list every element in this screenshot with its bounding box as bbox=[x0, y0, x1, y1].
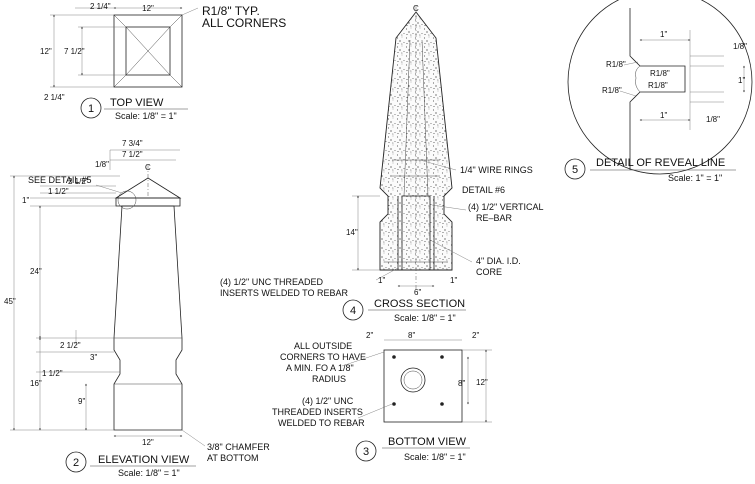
top-view-callout bbox=[80, 97, 102, 119]
cross-dim-1-right: 1" bbox=[450, 276, 457, 285]
cross-section-scale: Scale: 1/8" = 1" bbox=[394, 313, 456, 323]
reveal-r-label-4: R1/8" bbox=[602, 86, 622, 95]
top-dim-width: 12" bbox=[142, 4, 154, 13]
elev-dim-7-1-2: 7 1/2" bbox=[122, 150, 143, 159]
top-view-outline bbox=[113, 14, 183, 88]
cross-core-line1: 4" DIA. I.D. bbox=[476, 256, 521, 266]
elev-dim-2-1-2-mid: 2 1/2" bbox=[60, 341, 81, 350]
cross-detail6: DETAIL #6 bbox=[462, 185, 505, 195]
reveal-r-label-2: R1/8" bbox=[650, 69, 670, 78]
cross-dim-6: 6" bbox=[414, 288, 421, 297]
elevation-view: C SEE DETAIL #5 7 3/4" 7 1/2" 1/8" 2 1/2… bbox=[4, 139, 270, 478]
elev-dim-1-1-2-top: 1 1/2" bbox=[48, 187, 69, 196]
reveal-detail-circle bbox=[567, 0, 753, 175]
bottom-view-core bbox=[400, 367, 426, 393]
cross-section-callout bbox=[342, 299, 364, 321]
bottom-view-title: BOTTOM VIEW bbox=[388, 436, 467, 448]
elevation-callout-number: 2 bbox=[73, 457, 79, 469]
elevation-shaft bbox=[113, 205, 183, 431]
reveal-detail-view: 1" 1" 1/8" 1" 1/8" R1/8" R1/8" R1/8" R1/… bbox=[564, 0, 753, 183]
elev-chamfer-line2: AT BOTTOM bbox=[207, 453, 259, 463]
elev-dim-1-1-2-mid: 1 1/2" bbox=[42, 369, 63, 378]
bottom-dim-8-side: 8" bbox=[458, 379, 465, 388]
bottom-dim-2-left: 2" bbox=[366, 331, 373, 340]
top-dim-left-top: 2 1/4" bbox=[90, 2, 111, 11]
reveal-detail-callout bbox=[564, 158, 586, 180]
elevation-see-detail: SEE DETAIL #5 bbox=[28, 175, 92, 185]
bottom-dim-2-right: 2" bbox=[472, 331, 479, 340]
elevation-scale: Scale: 1/8" = 1" bbox=[118, 468, 180, 478]
bottom-corners-note-3: A MIN. FO A 1/8" bbox=[286, 363, 354, 373]
elev-dim-1-8: 1/8" bbox=[95, 160, 109, 169]
elev-dim-24: 24" bbox=[30, 267, 42, 276]
reveal-r-label-1: R1/8" bbox=[606, 60, 626, 69]
cross-vertical-rebar-line2: RE–BAR bbox=[476, 213, 513, 223]
top-view-inner-square bbox=[125, 26, 171, 76]
bottom-inserts-note-2: THREADED INSERTS bbox=[272, 407, 363, 417]
cross-section-view: C 14" 1/4" WIRE RINGS DETAIL #6 (4) 1/2"… bbox=[220, 4, 544, 323]
cross-dim-14: 14" bbox=[346, 228, 358, 237]
reveal-profile bbox=[629, 8, 686, 170]
elev-chamfer-line1: 3/8" CHAMFER bbox=[207, 442, 270, 452]
top-note-line2: ALL CORNERS bbox=[202, 16, 286, 30]
reveal-dim-1-8-bottom: 1/8" bbox=[706, 115, 720, 124]
cross-cl: C bbox=[413, 4, 419, 13]
bottom-view-outline bbox=[383, 349, 463, 423]
bottom-view-callout bbox=[355, 440, 377, 462]
elev-dim-9: 9" bbox=[78, 397, 85, 406]
reveal-dim-1-top: 1" bbox=[660, 30, 667, 39]
elev-dim-2-1-2-top: 2 1/2" bbox=[68, 177, 89, 186]
reveal-dim-1-right: 1" bbox=[738, 76, 745, 85]
bottom-dim-12-side: 12" bbox=[476, 378, 488, 387]
elev-dim-12-bottom: 12" bbox=[142, 438, 154, 447]
bottom-corners-note-2: CORNERS TO HAVE bbox=[280, 352, 366, 362]
elev-dim-45: 45" bbox=[4, 297, 16, 306]
reveal-r-label-3: R1/8" bbox=[648, 81, 668, 90]
cross-section-callout-number: 4 bbox=[350, 305, 356, 317]
bottom-corners-note-4: RADIUS bbox=[312, 374, 346, 384]
top-view-scale: Scale: 1/8" = 1" bbox=[115, 111, 177, 121]
elev-dim-16: 16" bbox=[30, 379, 42, 388]
bottom-corners-note-1: ALL OUTSIDE bbox=[294, 341, 352, 351]
cross-inserts-line2: INSERTS WELDED TO REBAR bbox=[220, 288, 349, 298]
top-view-callout-number: 1 bbox=[88, 103, 94, 115]
cross-dim-1-left: 1" bbox=[378, 276, 385, 285]
bottom-inserts-note-3: WELDED TO REBAR bbox=[278, 418, 365, 428]
reveal-detail-title: DETAIL OF REVEAL LINE bbox=[596, 157, 725, 169]
top-note-line1: R1/8" TYP. bbox=[202, 4, 260, 18]
elev-dim-3: 3" bbox=[90, 353, 97, 362]
cross-inserts-line1: (4) 1/2" UNC THREADED bbox=[220, 277, 324, 287]
elevation-title: ELEVATION VIEW bbox=[98, 454, 190, 466]
bottom-view-callout-number: 3 bbox=[363, 446, 369, 458]
elevation-detail5-circle bbox=[117, 190, 137, 210]
reveal-dim-1-bottom: 1" bbox=[660, 111, 667, 120]
cross-vertical-rebar-line1: (4) 1/2" VERTICAL bbox=[468, 202, 544, 212]
cross-wire-rings: 1/4" WIRE RINGS bbox=[460, 165, 533, 175]
elev-dim-7-3-4: 7 3/4" bbox=[122, 139, 143, 148]
bottom-view: 2" 8" 2" 12" 8" ALL OUTSIDE CORNERS TO H… bbox=[272, 331, 492, 462]
top-view: 12" 2 1/4" 12" 7 1/2" 2 1/4" R1/8" TYP. … bbox=[40, 2, 286, 121]
elev-dim-1: 1" bbox=[22, 196, 29, 205]
reveal-dim-1-8-top: 1/8" bbox=[733, 42, 747, 51]
bottom-inserts-note-1: (4) 1/2" UNC bbox=[302, 396, 354, 406]
elevation-cl: C bbox=[145, 163, 151, 172]
cross-section-title: CROSS SECTION bbox=[374, 298, 465, 310]
bottom-view-scale: Scale: 1/8" = 1" bbox=[404, 452, 466, 462]
top-dim-height: 12" bbox=[40, 47, 52, 56]
reveal-detail-scale: Scale: 1" = 1" bbox=[668, 173, 722, 183]
cross-core-line2: CORE bbox=[476, 267, 502, 277]
top-dim-left-bottom: 2 1/4" bbox=[44, 93, 65, 102]
bottom-dim-8-top: 8" bbox=[408, 331, 415, 340]
reveal-detail-callout-number: 5 bbox=[572, 164, 578, 176]
top-view-title: TOP VIEW bbox=[110, 97, 164, 109]
top-dim-inner: 7 1/2" bbox=[64, 47, 85, 56]
elevation-callout bbox=[65, 451, 87, 473]
